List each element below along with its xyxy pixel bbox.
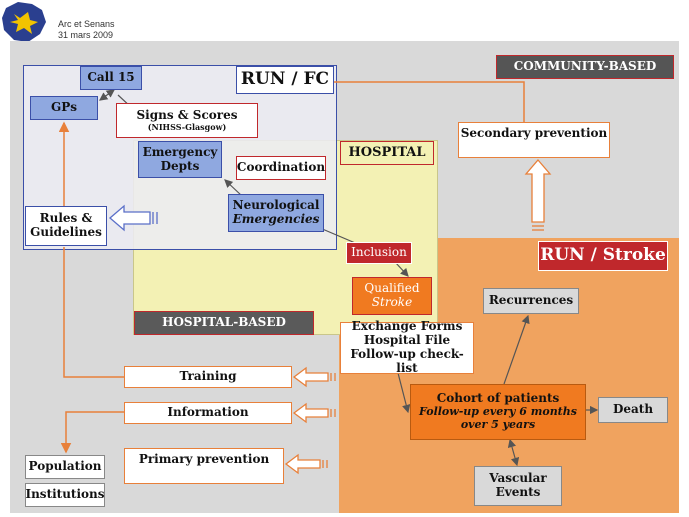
exchange-line1: Exchange Forms	[351, 319, 463, 334]
population-node: Population	[25, 455, 105, 479]
rules-line2: Guidelines	[30, 225, 102, 239]
exchange-to-cohort-line	[397, 372, 411, 414]
emergency-depts-line2: Depts	[160, 158, 200, 173]
logo-map-icon	[2, 2, 46, 42]
signs-scores-subtitle: (NIHSS-Glasgow)	[147, 121, 227, 132]
rules-to-training-line	[63, 247, 124, 378]
gps-node: GPs	[30, 96, 98, 120]
signs-scores-title: Signs & Scores	[136, 108, 238, 122]
arrow-to-primary-icon	[284, 453, 328, 475]
qualified-line2: Stroke	[371, 295, 413, 309]
vascular-events-node: Vascular Events	[474, 466, 562, 506]
emergency-depts-node: Emergency Depts	[138, 141, 222, 178]
information-to-population-line	[60, 411, 124, 454]
community-label: COMMUNITY-BASED	[496, 55, 674, 79]
arrow-to-information-icon	[292, 402, 336, 424]
neuro-line1: Neurological	[232, 198, 320, 213]
information-node: Information	[124, 402, 292, 424]
exchange-line3: Follow-up check-list	[350, 347, 464, 375]
cohort-node: Cohort of patients Follow-up every 6 mon…	[410, 384, 586, 440]
vascular-line2: Events	[495, 485, 541, 499]
inclusion-to-qualified-line	[394, 261, 409, 277]
death-node: Death	[598, 397, 668, 423]
coordination-node: Coordination	[236, 156, 326, 180]
header-date: 31 mars 2009	[58, 30, 114, 40]
arrow-to-rules-icon	[109, 204, 158, 232]
exchange-line2: Hospital File	[363, 333, 451, 348]
cohort-to-recurrences-line	[503, 314, 530, 385]
primary-prevention-node: Primary prevention	[124, 448, 284, 484]
cohort-vascular-line	[507, 438, 520, 467]
signs-scores-node: Signs & Scores (NIHSS-Glasgow)	[116, 103, 258, 138]
rules-guidelines-node: Rules & Guidelines	[25, 206, 107, 246]
neuro-line2: Emergencies	[232, 212, 320, 226]
exchange-forms-node: Exchange Forms Hospital File Follow-up c…	[340, 319, 474, 375]
emergency-depts-line1: Emergency	[142, 144, 218, 159]
rules-line1: Rules &	[39, 211, 93, 226]
cohort-line2: Follow-up every 6 months	[419, 405, 577, 419]
cohort-line1: Cohort of patients	[436, 391, 560, 406]
coordination-emergency-line	[224, 179, 243, 197]
vascular-line1: Vascular	[489, 471, 547, 486]
hospital-based-label: HOSPITAL-BASED	[134, 311, 314, 335]
gps-call15-line	[99, 89, 115, 101]
institutions-node: Institutions	[25, 483, 105, 507]
qualified-stroke-node: Qualified Stroke	[352, 277, 432, 315]
recurrences-node: Recurrences	[483, 288, 579, 314]
hospital-label: HOSPITAL	[340, 141, 434, 165]
neurological-emergencies-node: Neurological Emergencies	[228, 194, 324, 232]
inclusion-node: Inclusion	[346, 242, 412, 264]
run-fc-label: RUN / FC	[236, 66, 334, 94]
run-stroke-label: RUN / Stroke	[538, 241, 668, 271]
arrow-to-training-icon	[292, 366, 336, 388]
community-link-line	[258, 81, 525, 122]
logo	[0, 0, 52, 44]
arrow-to-secondary-icon	[524, 159, 552, 231]
cohort-line3: over 5 years	[460, 417, 536, 431]
qualified-line1: Qualified	[364, 281, 420, 296]
header-org: Arc et Senans	[58, 19, 115, 29]
secondary-prevention-node: Secondary prevention	[458, 122, 610, 158]
call15-node: Call 15	[80, 66, 142, 90]
training-node: Training	[124, 366, 292, 388]
